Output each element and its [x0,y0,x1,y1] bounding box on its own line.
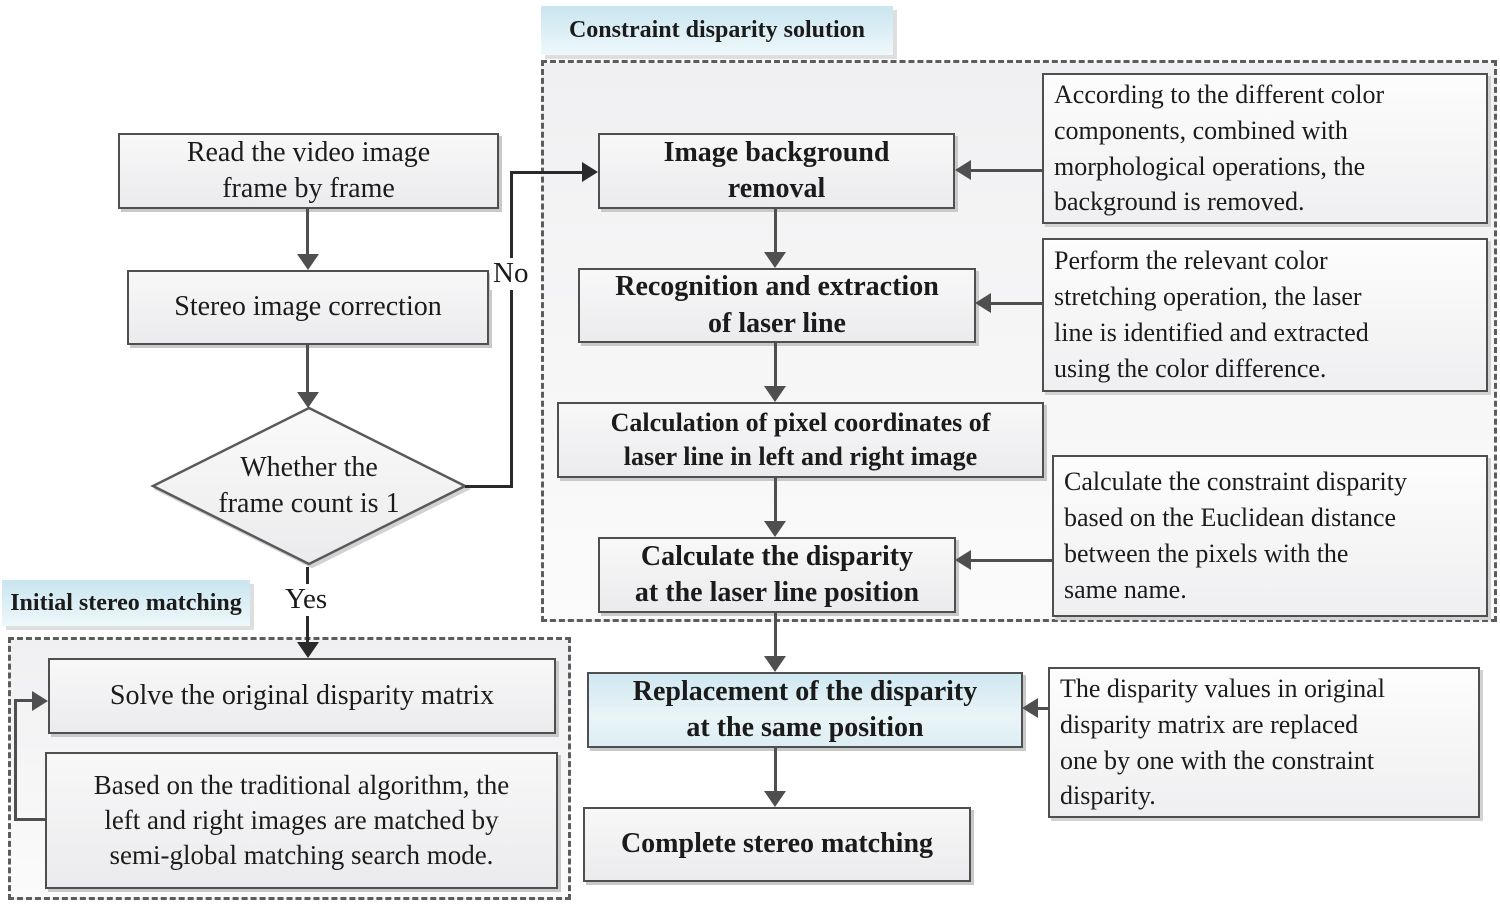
arrowhead-bgremoval-to-recognition [764,252,786,268]
node-semi-global: Based on the traditional algorithm, the … [45,752,558,889]
node-complete: Complete stereo matching [583,807,971,882]
no-label: No [490,257,532,290]
arrowhead-note2 [975,293,991,313]
arrow-read-to-stereo [306,208,309,256]
node-stereo-correction: Stereo image correction [127,270,489,345]
node-solve-matrix: Solve the original disparity matrix [48,658,556,734]
arrowhead-recognition-to-coordinates [764,386,786,402]
semiglobal-to-solve-top [14,699,34,702]
node-replacement: Replacement of the disparity at the same… [587,672,1023,748]
arrow-replacement-to-complete [774,748,777,791]
note-laser-extraction: Perform the relevant color stretching op… [1042,238,1488,392]
node-laser-disparity: Calculate the disparity at the laser lin… [598,537,956,613]
note-constraint-disparity: Calculate the constraint disparity based… [1052,455,1488,617]
arrowhead-semiglobal-to-solve [32,691,48,711]
arrow-stereo-to-decision [306,345,309,394]
node-image-background-removal: Image background removal [598,133,955,209]
arrowhead-coordinates-to-disparity [764,521,786,537]
initial-stereo-matching-title: Initial stereo matching [2,580,250,626]
arrowhead-stereo-to-decision [297,392,319,408]
note-background-removal: According to the different color compone… [1042,73,1488,224]
semiglobal-to-solve-bottom [14,818,47,821]
note2-connector [991,302,1044,305]
yes-label: Yes [282,583,331,616]
no-branch-vertical [510,171,513,488]
no-branch-horizontal-bottom [465,485,513,488]
arrowhead-note1 [955,160,971,180]
arrowhead-note4 [1022,698,1038,718]
node-pixel-coordinates: Calculation of pixel coordinates of lase… [557,402,1044,478]
semiglobal-to-solve-vertical [14,699,17,820]
arrow-coordinates-to-disparity [774,477,777,521]
note1-connector [971,169,1044,172]
arrowhead-note3 [955,550,971,570]
note-replacement: The disparity values in original dispari… [1048,667,1480,818]
arrowhead-disparity-to-replacement [764,656,786,672]
no-branch-horizontal-top [510,171,582,174]
decision-label: Whether the frame count is 1 [218,451,400,519]
note4-connector [1038,707,1050,710]
arrowhead-no-branch [582,162,598,182]
arrowhead-replacement-to-complete [764,791,786,807]
arrow-recognition-to-coordinates [774,343,777,388]
arrow-disparity-to-replacement [774,613,777,656]
arrow-bgremoval-to-recognition [774,208,777,254]
node-laser-recognition: Recognition and extraction of laser line [578,268,976,343]
arrowhead-yes-branch [297,642,319,658]
constraint-disparity-title: Constraint disparity solution [541,6,893,55]
decision-diamond [150,406,468,566]
node-read-video: Read the video image frame by frame [118,133,499,209]
arrowhead-read-to-stereo [297,254,319,270]
note3-connector [971,559,1054,562]
